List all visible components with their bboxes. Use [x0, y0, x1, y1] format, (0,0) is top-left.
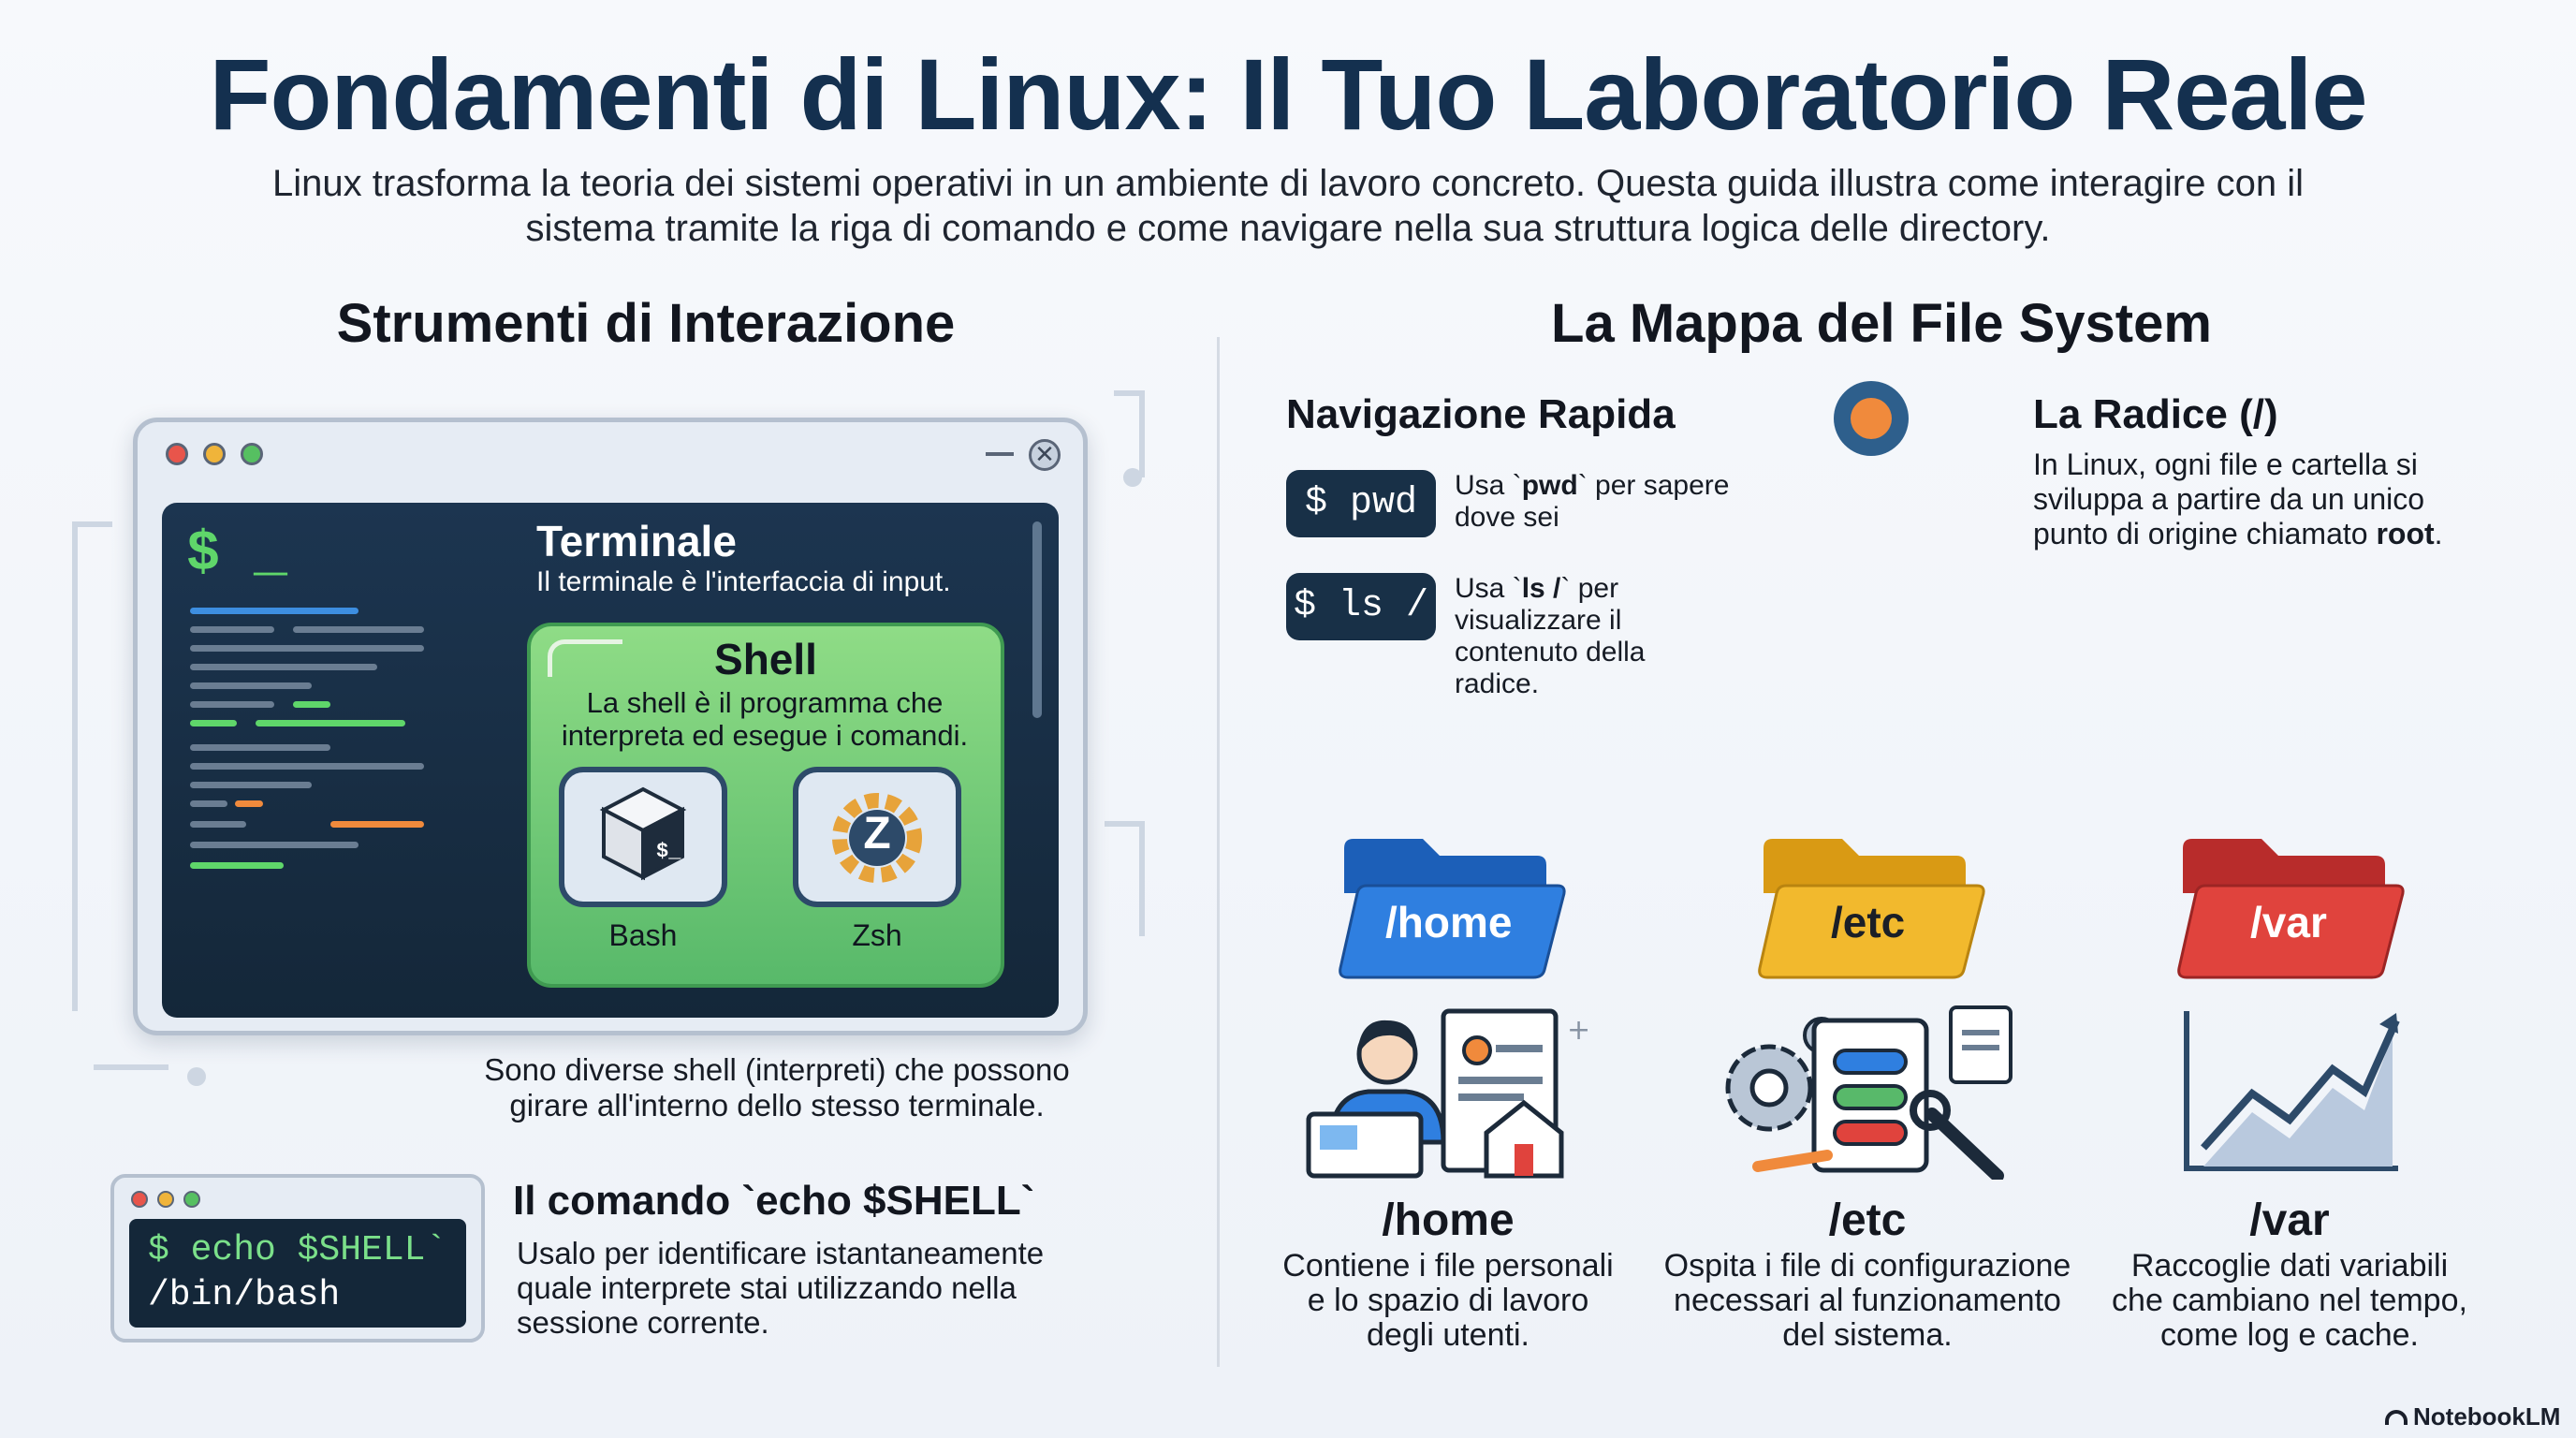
close-dot-icon[interactable] — [166, 443, 188, 465]
folder-etc: /etc — [1758, 837, 1986, 979]
code-line — [190, 682, 312, 689]
folder-etc-label: /etc — [1831, 898, 1906, 946]
code-line — [190, 763, 424, 770]
dir-etc-title: /etc — [1828, 1196, 1907, 1245]
dir-var-desc: Raccoglie dati variabili che cambiano ne… — [2112, 1248, 2467, 1353]
folder-home: /home — [1339, 837, 1567, 979]
echo-output-line: /bin/bash — [148, 1275, 341, 1315]
section-heading-filesystem: La Mappa del File System — [1551, 293, 2212, 354]
folder-var-label: /var — [2250, 898, 2327, 946]
code-line — [293, 701, 330, 708]
code-line — [190, 782, 312, 788]
bash-cube-icon — [599, 786, 687, 881]
code-line — [330, 821, 424, 828]
folder-var: /var — [2177, 837, 2406, 979]
zsh-label: Zsh — [852, 918, 902, 952]
circuit-decoration — [72, 390, 1145, 1086]
terminal-title: Terminale — [536, 517, 737, 565]
shell-title: Shell — [714, 635, 817, 683]
dir-var-title: /var — [2249, 1196, 2330, 1245]
bash-label: Bash — [608, 918, 678, 952]
code-line — [190, 645, 424, 652]
shell-box: Shell La shell è il programma che interp… — [527, 623, 1004, 988]
pwd-desc: Usa `pwd` per sapere dove sei — [1455, 470, 1730, 533]
column-divider — [1217, 337, 1220, 1367]
shells-note: Sono diverse shell (interpreti) che poss… — [484, 1052, 1070, 1123]
terminal-scrollbar[interactable] — [1032, 521, 1042, 718]
bash-chip: $_ — [559, 767, 727, 907]
code-line — [190, 842, 359, 848]
shell-desc: La shell è il programma che interpreta e… — [561, 686, 969, 752]
code-line — [190, 626, 274, 633]
code-line — [190, 608, 359, 614]
echo-terminal-window: $ echo $SHELL` /bin/bash — [110, 1174, 485, 1343]
code-line — [190, 720, 237, 726]
ls-command-pill: $ ls / — [1286, 573, 1436, 640]
code-line — [235, 800, 263, 807]
section-heading-interaction: Strumenti di Interazione — [336, 293, 956, 354]
folder-home-label: /home — [1385, 898, 1513, 946]
shell-corner-decoration — [548, 639, 622, 677]
code-line — [190, 800, 227, 807]
maximize-dot-icon[interactable] — [183, 1191, 200, 1208]
minimize-dot-icon[interactable] — [157, 1191, 174, 1208]
zsh-gear-icon — [832, 793, 922, 883]
code-line — [190, 701, 274, 708]
code-line — [190, 862, 284, 869]
growth-chart-icon — [2184, 1011, 2400, 1171]
pwd-command-pill: $ pwd — [1286, 470, 1436, 537]
config-tools-icon — [1725, 1005, 2012, 1180]
dir-home-desc: Contiene i file personali e lo spazio di… — [1282, 1248, 1614, 1353]
branding: NotebookLM — [2385, 1402, 2560, 1431]
code-line — [256, 720, 405, 726]
echo-terminal-screen: $ echo $SHELL` /bin/bash — [129, 1219, 466, 1328]
nav-heading: Navigazione Rapida — [1286, 391, 1676, 437]
window-minimize-icon[interactable] — [986, 452, 1014, 456]
code-line — [190, 664, 377, 670]
maximize-dot-icon[interactable] — [241, 443, 263, 465]
folder-icon — [1758, 839, 1985, 979]
folder-icon — [2177, 839, 2405, 979]
page-subtitle: Linux trasforma la teoria dei sistemi op… — [272, 163, 2304, 249]
terminal-window: ✕ $ _ Terminale Il terminale è l'interfa… — [133, 418, 1088, 1035]
dir-etc-desc: Ospita i file di configurazione necessar… — [1663, 1248, 2071, 1353]
close-dot-icon[interactable] — [131, 1191, 148, 1208]
page-title: Fondamenti di Linux: Il Tuo Laboratorio … — [209, 37, 2367, 151]
code-line — [190, 821, 246, 828]
root-title: La Radice (/) — [2033, 391, 2278, 437]
terminal-prompt: $ _ — [186, 523, 288, 587]
echo-command-line: $ echo $SHELL` — [148, 1230, 447, 1270]
code-line — [190, 744, 330, 751]
code-line — [293, 626, 424, 633]
terminal-titlebar: ✕ — [138, 422, 1083, 488]
echo-desc: Usalo per identificare istantaneamente q… — [517, 1236, 1045, 1340]
root-node-icon — [1834, 381, 1909, 456]
svg-text:+: + — [1567, 1014, 1590, 1047]
dir-home-title: /home — [1382, 1196, 1515, 1245]
notebooklm-logo-icon — [2385, 1410, 2408, 1425]
window-close-icon[interactable]: ✕ — [1029, 439, 1061, 471]
user-documents-icon: + — [1306, 1008, 1590, 1179]
folder-icon — [1339, 839, 1566, 979]
bash-glyph: $_ — [656, 840, 681, 863]
echo-title: Il comando `echo $SHELL` — [513, 1178, 1035, 1224]
zsh-chip: Z — [793, 767, 961, 907]
terminal-screen: $ _ Terminale Il terminale è l'interfacc… — [162, 503, 1059, 1018]
zsh-glyph: Z — [863, 809, 891, 858]
minimize-dot-icon[interactable] — [203, 443, 226, 465]
root-desc: In Linux, ogni file e cartella si svilup… — [2033, 448, 2443, 550]
ls-desc: Usa `ls /` per visualizzare il contenuto… — [1455, 573, 1646, 699]
terminal-desc: Il terminale è l'interfaccia di input. — [536, 566, 951, 597]
